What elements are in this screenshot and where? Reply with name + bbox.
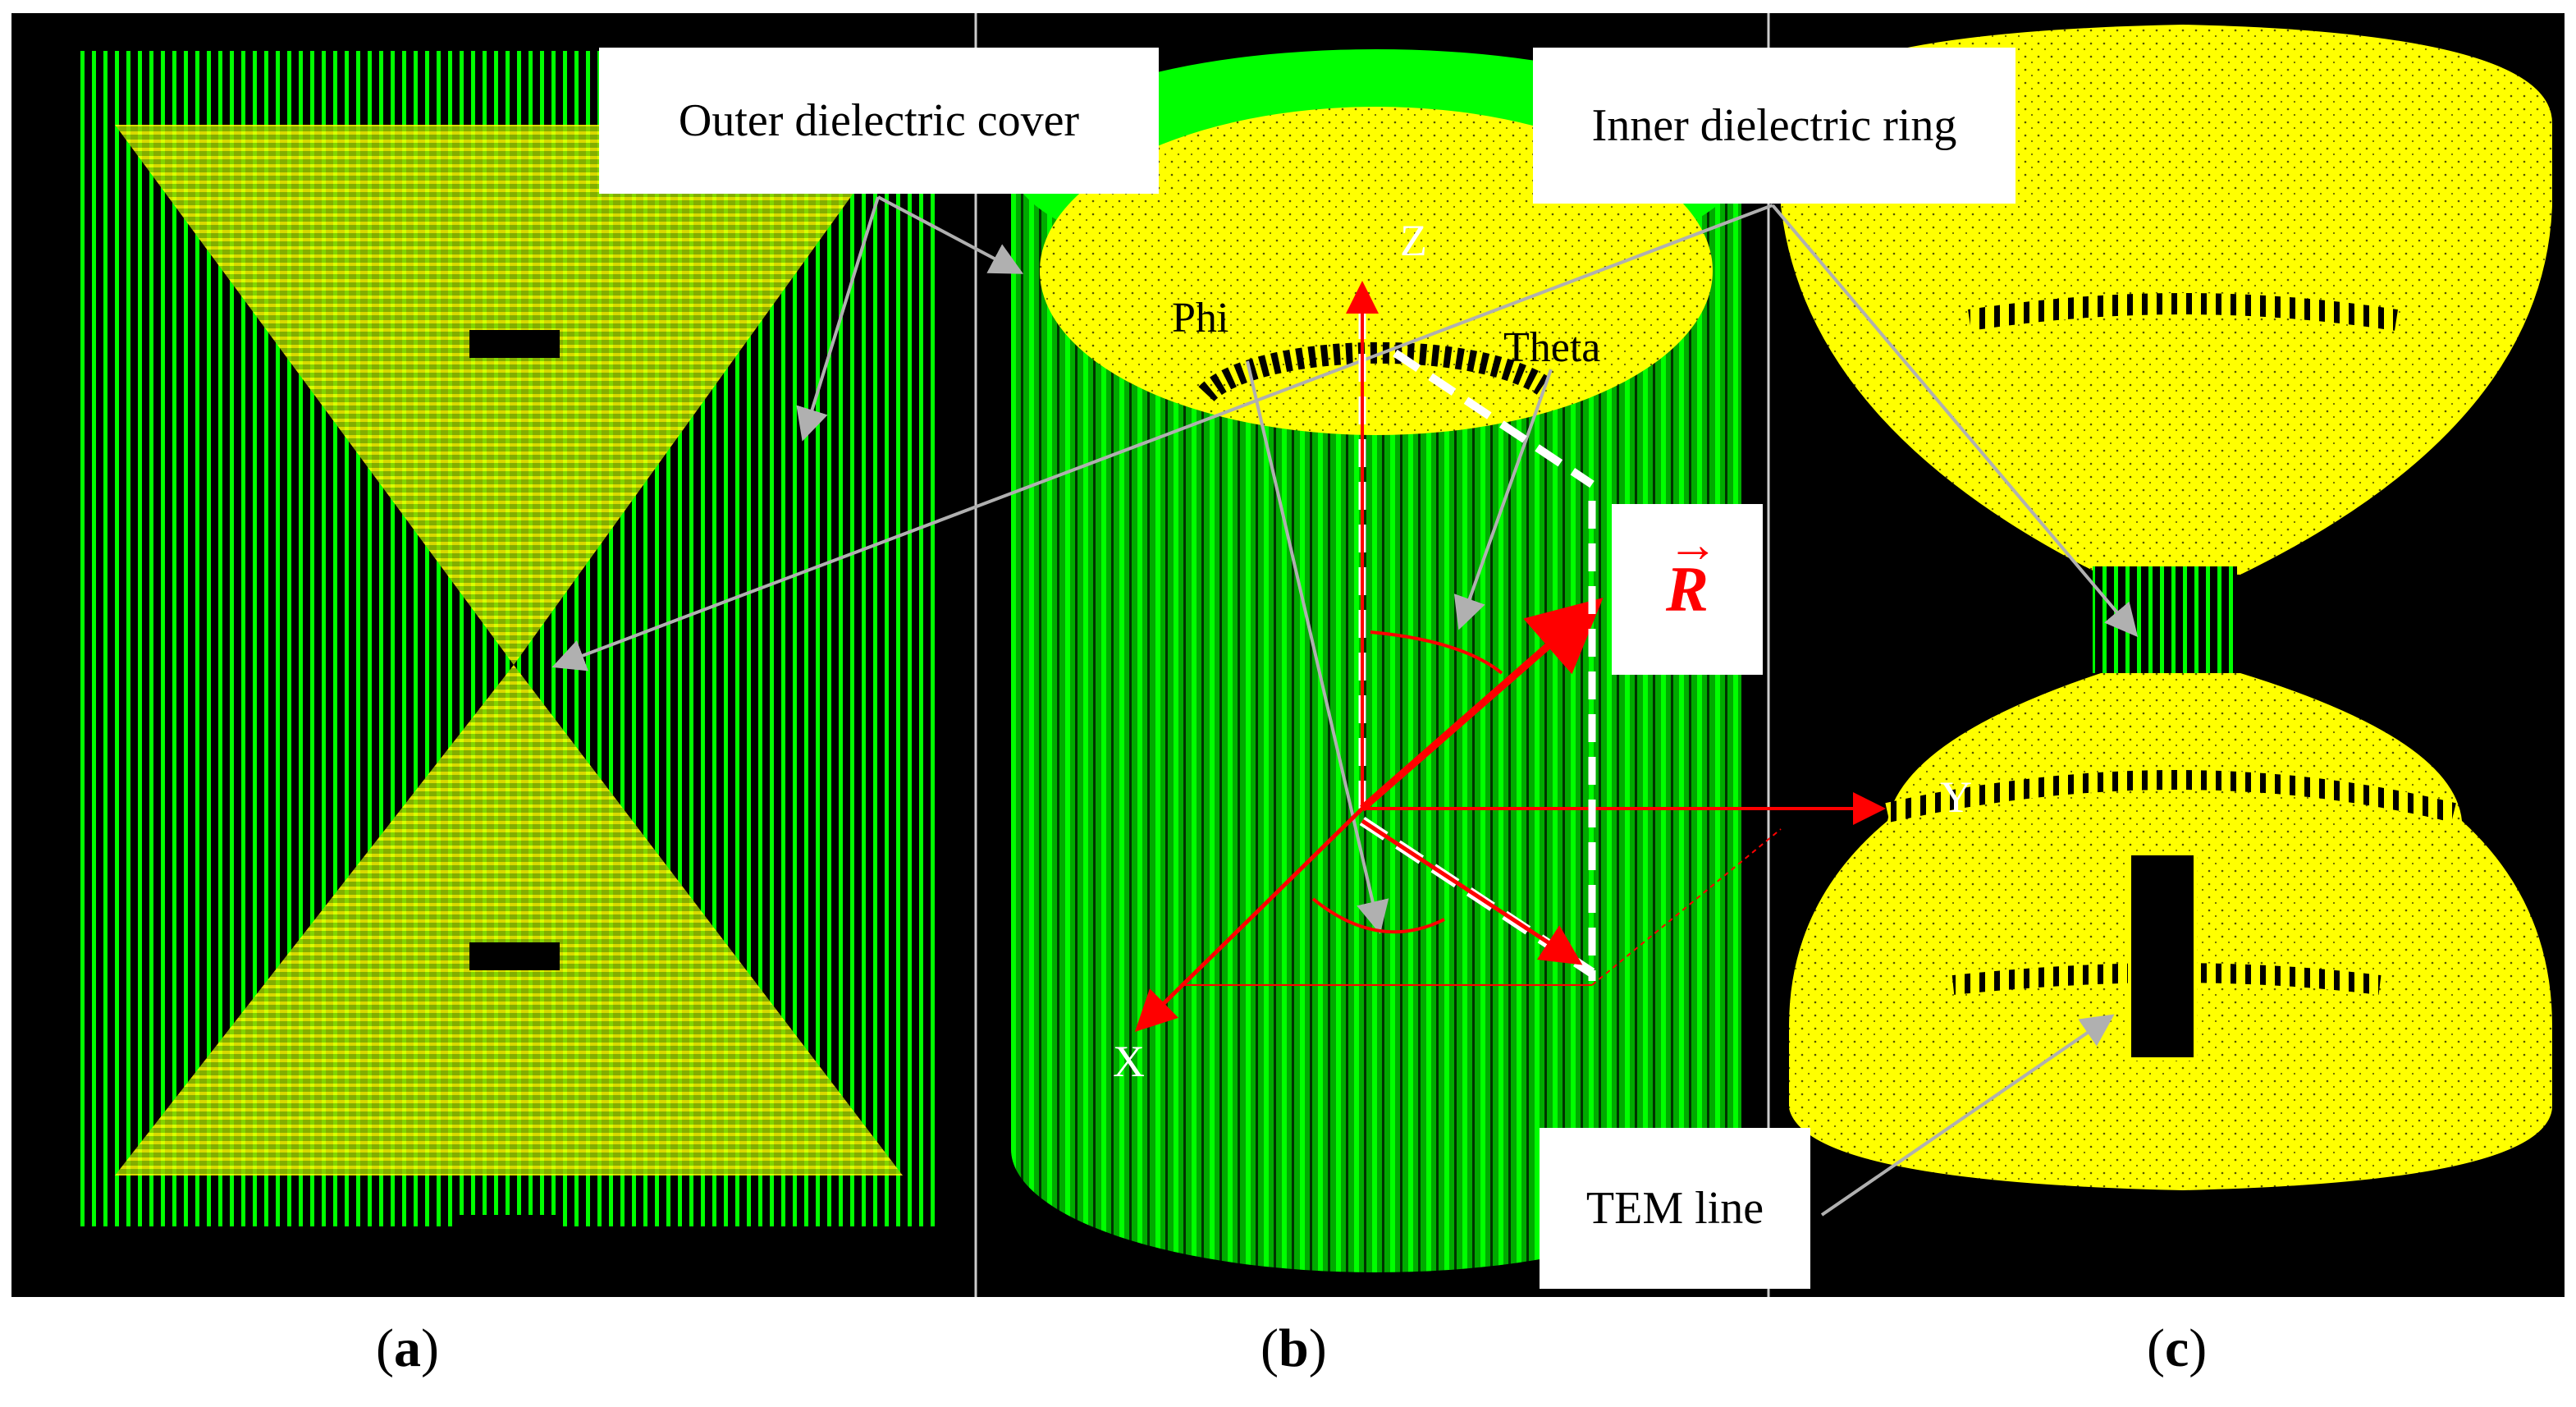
pointer-outer-cover-a	[796, 196, 880, 442]
caption-a-open: (	[376, 1318, 394, 1378]
r-vector	[1360, 598, 1604, 812]
pointer-tem-line	[1820, 1014, 2115, 1217]
caption-a-close: )	[420, 1318, 439, 1378]
panel-a-upper-cone	[115, 125, 903, 665]
caption-c-open: (	[2147, 1318, 2165, 1378]
callout-outer-dielectric-cover: Outer dielectric cover	[599, 48, 1159, 194]
angle-label-theta: Theta	[1503, 324, 1601, 371]
panel-c-upper-ring-slot	[1968, 293, 2398, 331]
pointer-inner-ring-c	[1771, 204, 2139, 638]
pointer-theta	[1453, 369, 1553, 630]
caption-b-open: (	[1261, 1318, 1279, 1378]
pointer-outer-cover-b	[877, 195, 1024, 274]
coordinate-system	[1134, 281, 1886, 1033]
callout-tem-line: TEM line	[1540, 1128, 1810, 1289]
phi-arc	[1311, 897, 1445, 934]
panel-c-tem-line	[2128, 852, 2197, 1061]
r-vector-letter: R	[1665, 553, 1709, 625]
pointer-phi	[1246, 360, 1389, 934]
pointer-lines	[551, 195, 2139, 1217]
axis-label-x: X	[1113, 1037, 1145, 1086]
caption-b: (b)	[1261, 1318, 1327, 1380]
caption-b-letter: b	[1278, 1318, 1309, 1378]
r-projection-red	[1361, 818, 1583, 965]
panel-a-bottom-gap	[460, 1215, 558, 1240]
pointer-inner-ring-a	[551, 204, 1773, 671]
caption-a: (a)	[376, 1318, 439, 1380]
x-axis	[1134, 807, 1364, 1033]
panel-a-lower-cone	[115, 665, 903, 1176]
caption-c-letter: c	[2164, 1318, 2189, 1378]
r-vector-arrow: →	[1667, 517, 1718, 573]
axis-label-y: Y	[1940, 772, 1972, 822]
caption-c: (c)	[2147, 1318, 2207, 1380]
axis-label-z: Z	[1400, 216, 1427, 265]
panel-c-neck	[2093, 566, 2237, 673]
caption-b-close: )	[1308, 1318, 1327, 1378]
y-projection	[1591, 828, 1782, 986]
theta-ref-line	[1393, 349, 1595, 488]
panel-b-slot-arc	[1198, 341, 1549, 402]
panel-c	[1769, 13, 2565, 1297]
angle-label-phi: Phi	[1172, 295, 1229, 341]
panel-c-middle-ring-slot	[1885, 770, 2456, 823]
panel-a-slot-top	[469, 330, 560, 358]
panel-a	[11, 13, 975, 1297]
panel-a-slot-bottom	[469, 942, 560, 970]
callout-inner-dielectric-ring: Inner dielectric ring	[1533, 48, 2016, 204]
caption-a-letter: a	[393, 1318, 421, 1378]
r-vector-label: → R	[1612, 504, 1763, 675]
caption-c-close: )	[2189, 1318, 2208, 1378]
theta-arc	[1370, 630, 1503, 675]
